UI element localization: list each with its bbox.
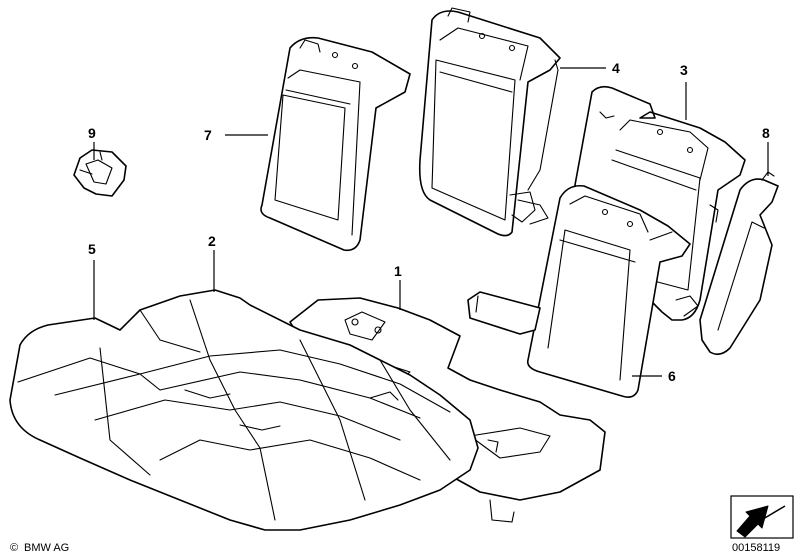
diagram-number: 00158119 (732, 542, 780, 554)
backrest-frame-right[interactable] (574, 85, 746, 321)
callout-9: 9 (88, 125, 96, 141)
backrest-cover-right[interactable] (467, 184, 691, 398)
direction-arrow-panel (730, 495, 794, 539)
callout-6: 6 (668, 368, 676, 384)
callout-1: 1 (394, 263, 402, 279)
callout-3: 3 (680, 62, 688, 78)
side-bolster[interactable] (699, 171, 779, 356)
leader-lines (93, 67, 769, 377)
callout-5: 5 (88, 241, 96, 257)
callout-8: 8 (762, 125, 770, 141)
brand-label: BMW AG (24, 542, 69, 554)
callout-2: 2 (208, 233, 216, 249)
copyright-symbol: © (10, 542, 18, 554)
callout-labels: 7 4 3 8 9 5 2 1 6 (88, 60, 770, 384)
seat-cushion[interactable] (9, 289, 479, 531)
backrest-cover-left[interactable] (260, 36, 411, 252)
callout-7: 7 (204, 127, 212, 143)
mounting-clip[interactable] (73, 149, 127, 197)
callout-4: 4 (612, 60, 620, 76)
backrest-frame[interactable] (418, 7, 561, 237)
seat-base-frame[interactable] (289, 297, 606, 523)
